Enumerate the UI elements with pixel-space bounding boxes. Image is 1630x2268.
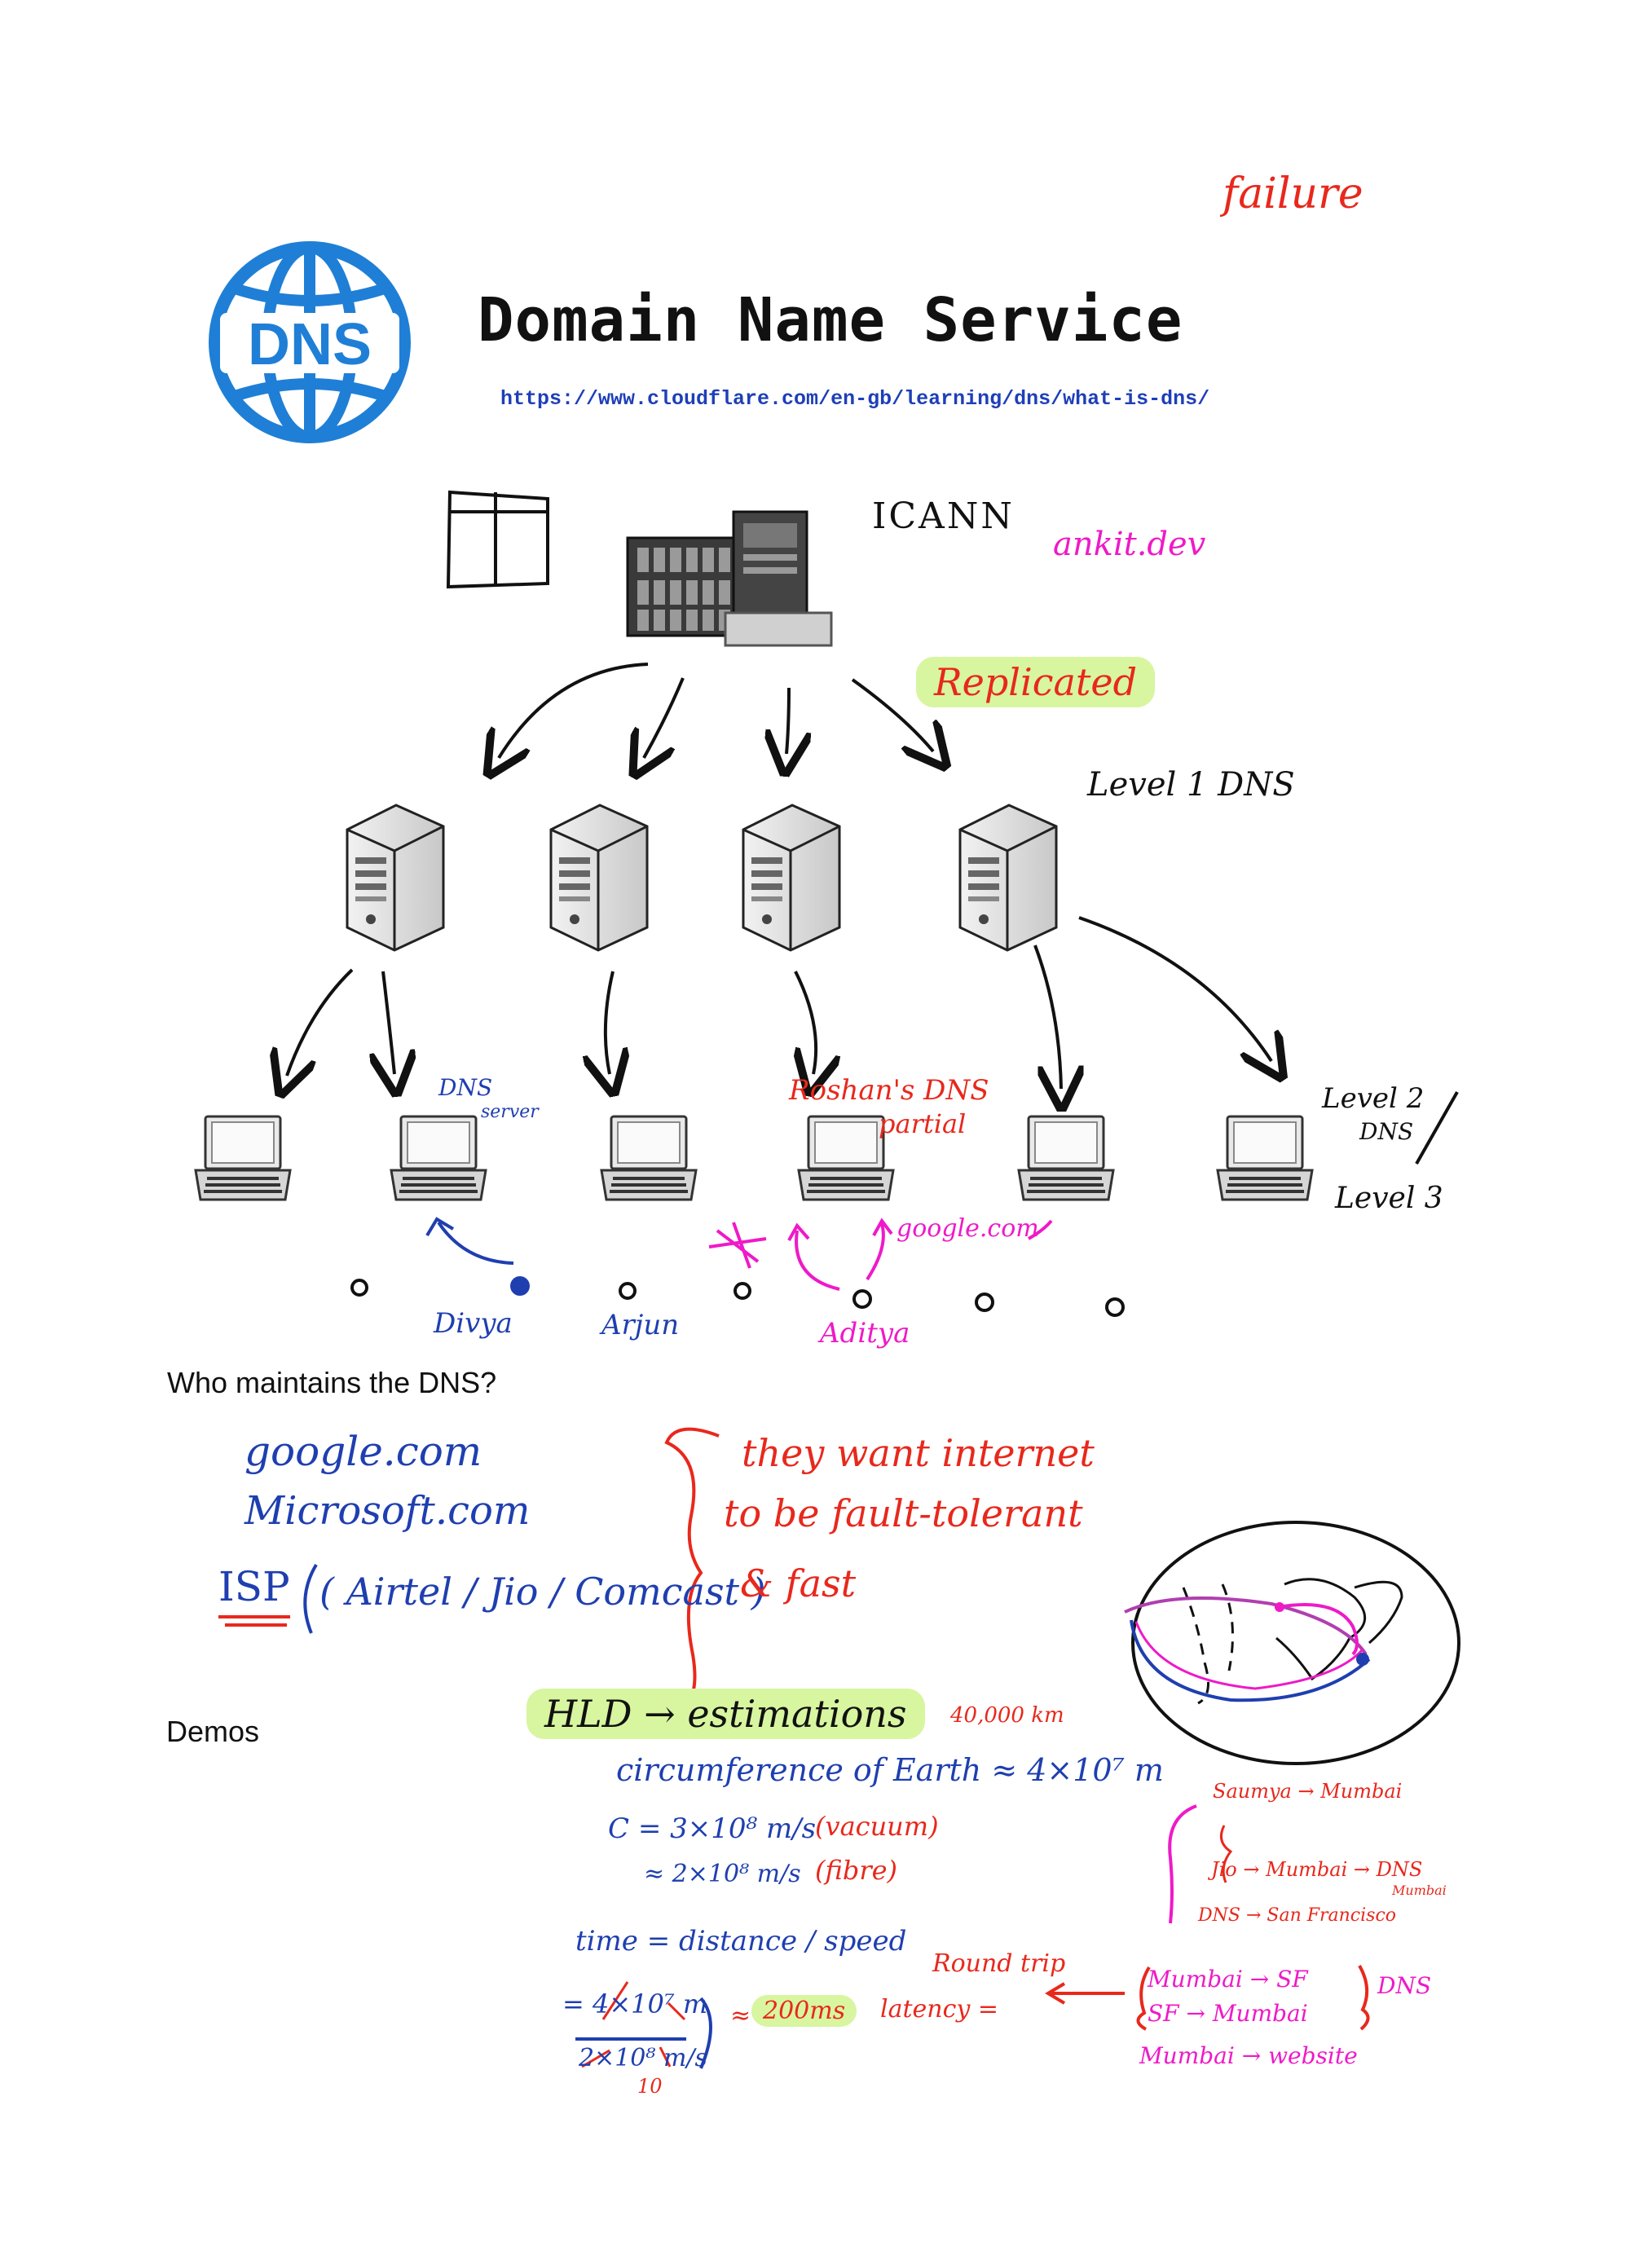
client-nodes [350, 1279, 1125, 1317]
roshan-dns-label: Roshan's DNS [789, 1074, 989, 1107]
level1-server [742, 804, 841, 952]
client-divya [510, 1276, 530, 1296]
replicated-label: Replicated [916, 657, 1156, 707]
path-jio: Jio → Mumbai → DNS [1211, 1858, 1423, 1881]
approx-sign: ≈ [730, 2002, 751, 2030]
arjun-label: Arjun [601, 1309, 680, 1341]
level1-server [346, 804, 445, 952]
reference-link[interactable]: https://www.cloudflare.com/en-gb/learnin… [500, 387, 1210, 411]
demos-heading: Demos [166, 1715, 260, 1748]
fraction-denominator: 2×10⁸ m/s [579, 2044, 707, 2072]
rt-dns: DNS [1377, 1972, 1432, 1999]
globe-icon [209, 241, 411, 443]
isp-list-note: ( Airtel / Jio / Comcast ) [319, 1570, 766, 1614]
level2-dns-label: DNS [1359, 1118, 1414, 1145]
level2-laptop [600, 1115, 698, 1201]
roshan-partial-label: partial [879, 1108, 967, 1139]
earth-sketch [1124, 1521, 1460, 1765]
result-ms: 200ms [751, 1995, 857, 2027]
dns-server-label: DNS [438, 1074, 493, 1101]
google-note: google.com [244, 1428, 482, 1475]
path-saumya: Saumya → Mumbai [1213, 1780, 1403, 1803]
km-note: 40,000 km [950, 1703, 1064, 1728]
path-jio-sub: Mumbai [1392, 1883, 1447, 1898]
latency-label: latency = [880, 1995, 999, 2024]
fraction-numerator: = 4×10⁷ m [562, 1988, 708, 2019]
level2-label: Level 2 [1322, 1082, 1425, 1115]
divya-label: Divya [434, 1307, 513, 1340]
roundtrip-note: Round trip [932, 1949, 1066, 1978]
level2-laptop [1017, 1115, 1115, 1201]
level2-laptop [194, 1115, 292, 1201]
aditya-label: Aditya [820, 1317, 910, 1350]
ankit-dev-label: ankit.dev [1053, 526, 1206, 563]
level1-server [958, 804, 1058, 952]
want-note-2: to be fault-tolerant [724, 1491, 1083, 1535]
time-formula: time = distance / speed [575, 1925, 907, 1958]
dns-server-label-2: server [481, 1102, 539, 1122]
rt-sf-mumbai: SF → Mumbai [1148, 2000, 1308, 2027]
page-title: Domain Name Service [478, 285, 1183, 355]
hld-estimations: HLD → estimations [526, 1689, 925, 1739]
level2-laptop [390, 1115, 487, 1201]
level3-label: Level 3 [1335, 1182, 1443, 1215]
level1-dns-label: Level 1 DNS [1087, 766, 1295, 804]
icann-server-rack [626, 510, 833, 647]
sketch-box [446, 490, 549, 589]
fraction-ten: 10 [637, 2075, 663, 2098]
want-note-3: & fast [740, 1561, 857, 1605]
want-note-1: they want internet [742, 1431, 1095, 1475]
icann-label: ICANN [872, 495, 1015, 537]
rt-mumbai-website: Mumbai → website [1139, 2042, 1358, 2069]
speed-vacuum: C = 3×10⁸ m/s [608, 1812, 817, 1845]
path-dns-sf: DNS → San Francisco [1198, 1905, 1397, 1926]
failure-note: failure [1222, 170, 1363, 218]
dns-globe-logo: DNS [205, 238, 414, 447]
speed-fibre: ≈ 2×10⁸ m/s [644, 1860, 801, 1888]
microsoft-note: Microsoft.com [244, 1488, 531, 1534]
vacuum-note: (vacuum) [815, 1811, 939, 1842]
google-arrow-label: google.com [896, 1214, 1039, 1243]
maintainers-heading: Who maintains the DNS? [167, 1366, 497, 1399]
circumference-note: circumference of Earth ≈ 4×10⁷ m [616, 1752, 1164, 1788]
level2-laptop [1216, 1115, 1314, 1201]
isp-note: ISP [218, 1563, 290, 1610]
fibre-note: (fibre) [815, 1855, 898, 1886]
rt-mumbai-sf: Mumbai → SF [1148, 1966, 1308, 1993]
logo-text: DNS [247, 312, 372, 377]
level1-server [549, 804, 649, 952]
